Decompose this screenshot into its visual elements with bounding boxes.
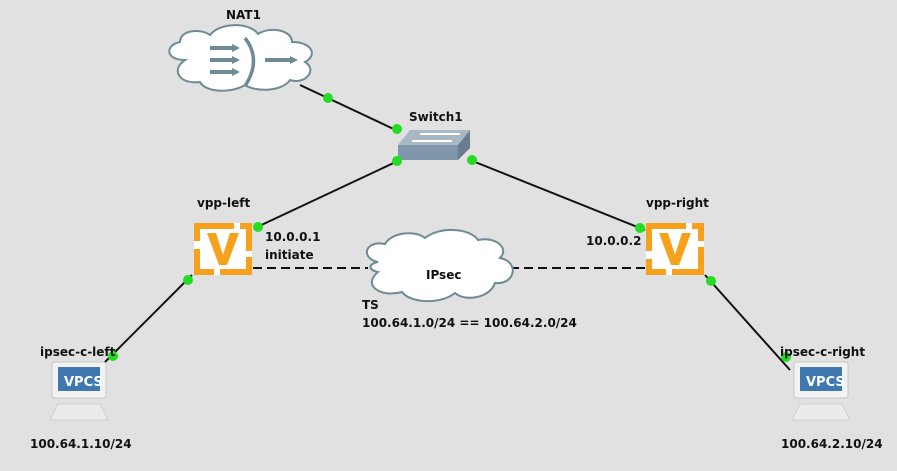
port: [183, 275, 193, 285]
ipsec-c-right-label: ipsec-c-right: [780, 345, 866, 359]
vpp-notch: [686, 223, 692, 229]
vpp-notch: [666, 269, 672, 275]
port: [323, 93, 333, 103]
vpp-notch: [246, 251, 252, 257]
ipsec-c-left-ip: 100.64.1.10/24: [30, 437, 132, 451]
ipsec-c-right-node[interactable]: [791, 361, 851, 421]
port: [635, 223, 645, 233]
vpp-notch: [214, 269, 220, 275]
vpp-left-role: initiate: [265, 248, 314, 262]
vpp-notch: [234, 223, 240, 229]
vpp-notch: [194, 241, 200, 249]
port: [392, 124, 402, 134]
link-nat1-switch1[interactable]: [299, 84, 401, 133]
vpcs-badge-left: VPCS: [64, 375, 103, 390]
link-switch1-vpp-left[interactable]: [254, 159, 401, 229]
port: [706, 276, 716, 286]
vpcs-badge-right: VPCS: [806, 375, 845, 390]
ports: [108, 93, 791, 362]
screen: [800, 367, 842, 391]
vpp-notch: [646, 251, 652, 259]
vpp-right-label: vpp-right: [646, 196, 709, 210]
ipsec-c-left-label: ipsec-c-left: [40, 345, 116, 359]
nat1-node[interactable]: [168, 24, 313, 92]
link-vpp-right-client[interactable]: [704, 274, 791, 371]
switch-side: [458, 130, 470, 160]
ipsec-cloud-label: IPsec: [426, 268, 462, 282]
switch-arrows-icon: [412, 133, 460, 142]
ipsec-c-left-node[interactable]: [49, 361, 109, 421]
keyboard: [49, 403, 109, 421]
port: [467, 155, 477, 165]
switch-top: [398, 130, 470, 145]
nat-arrows-icon: [210, 36, 298, 87]
vpp-right-ip: 10.0.0.2: [586, 234, 642, 248]
vpp-notch: [698, 241, 704, 247]
port: [392, 156, 402, 166]
vpp-left-ip: 10.0.0.1: [265, 230, 321, 244]
vpp-left-label: vpp-left: [197, 196, 251, 210]
switch-front: [398, 145, 458, 160]
nat1-label: NAT1: [226, 8, 261, 22]
vpp-v-icon: [207, 233, 239, 265]
port: [781, 352, 791, 362]
switch1-label: Switch1: [409, 110, 463, 124]
ts-selectors: 100.64.1.0/24 == 100.64.2.0/24: [362, 316, 577, 330]
ipsec-cloud-node[interactable]: [366, 229, 514, 303]
port: [108, 351, 118, 361]
vpp-left-node[interactable]: [194, 223, 252, 275]
ipsec-c-right-ip: 100.64.2.10/24: [781, 437, 883, 451]
vpp-right-node[interactable]: [646, 223, 704, 275]
ts-title: TS: [362, 298, 379, 312]
vpp-v-icon: [659, 233, 691, 265]
cloud-icon: [168, 24, 313, 92]
link-switch1-vpp-right[interactable]: [469, 159, 646, 231]
link-vpp-left-client[interactable]: [104, 274, 193, 363]
port: [253, 222, 263, 232]
keyboard: [791, 403, 851, 421]
screen: [58, 367, 100, 391]
switch1-node[interactable]: [398, 130, 470, 160]
